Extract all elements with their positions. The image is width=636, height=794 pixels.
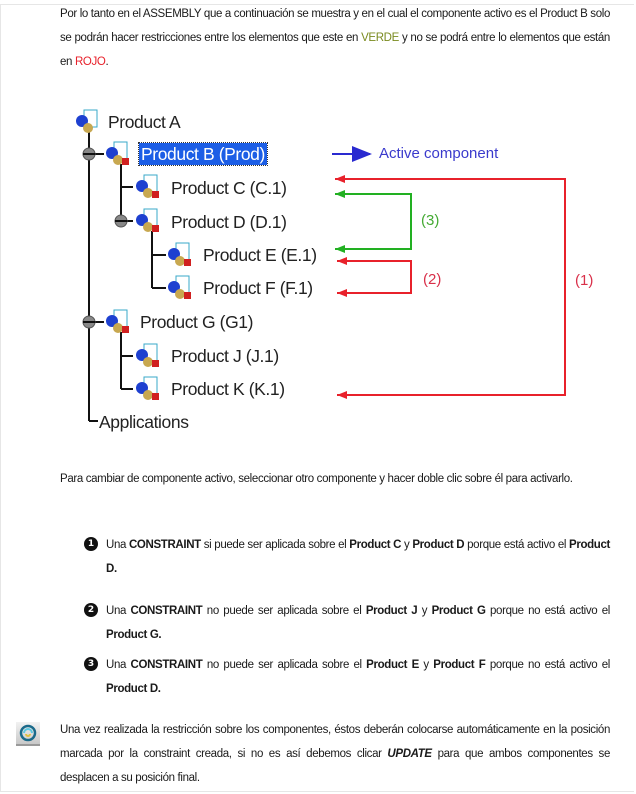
product-icon: [168, 275, 191, 299]
text-span: no puede ser aplicada sobre el: [202, 604, 366, 617]
change-active-paragraph: Para cambiar de componente activo, selec…: [60, 472, 573, 485]
intro-paragraph: Por lo tanto en el ASSEMBLY que a contin…: [60, 2, 610, 74]
text-span: Product C: [349, 538, 402, 551]
text-span: Product F: [433, 658, 486, 671]
text-span: y: [401, 538, 413, 551]
text-span: no puede ser aplicada sobre el: [202, 658, 367, 671]
product-icon: [76, 109, 98, 133]
bullet-1: 1: [84, 537, 98, 551]
page-frame: [0, 4, 634, 792]
text-span: Una: [106, 538, 129, 551]
text-span: si puede ser aplicada sobre el: [200, 538, 350, 551]
arrow-1: [335, 178, 566, 396]
assembly-tree-figure: Product A Product B (Prod) Product C (C.…: [76, 109, 594, 432]
list-item: Una CONSTRAINT si puede ser aplicada sob…: [106, 533, 610, 581]
product-icon: [106, 309, 129, 333]
text-span: CONSTRAINT: [128, 538, 201, 551]
product-icons: [76, 109, 191, 400]
text-span: Product D.: [106, 682, 161, 695]
text-span: CONSTRAINT: [130, 604, 203, 617]
product-icon: [136, 376, 159, 400]
text-span: porque está activo el: [464, 538, 569, 551]
intro-text: Por lo tanto en el ASSEMBLY que a contin…: [60, 7, 610, 44]
intro-text-2: y no se podrá entre lo elementos que est…: [60, 31, 610, 68]
update-keyword: UPDATE: [387, 747, 432, 760]
text-span: y: [417, 604, 432, 617]
annotation-label-1: (1): [575, 272, 594, 289]
text-span: Product D: [412, 538, 465, 551]
text-span: Product E: [366, 658, 419, 671]
bullet-3: 3: [84, 657, 98, 671]
text-span: Product G: [431, 604, 486, 617]
text-span: porque no está activo el: [485, 604, 611, 617]
list-item: Una CONSTRAINT no puede ser aplicada sob…: [106, 653, 610, 701]
tree-node-product-k[interactable]: Product K (K.1): [171, 379, 285, 399]
list-item: Una CONSTRAINT no puede ser aplicada sob…: [106, 599, 610, 647]
tree-node-product-c[interactable]: Product C (C.1): [171, 178, 287, 198]
text-span: Product J: [365, 604, 418, 617]
arrow-3: [335, 193, 412, 250]
intro-text-3: .: [105, 55, 109, 68]
tree-node-product-g[interactable]: Product G (G1): [140, 312, 254, 332]
product-icon: [136, 174, 159, 198]
tree-node-applications[interactable]: Applications: [99, 412, 189, 432]
update-note-paragraph: Una vez realizada la restricción sobre l…: [60, 718, 610, 790]
annotation-label-3: (3): [421, 212, 440, 229]
product-icon: [136, 208, 159, 232]
verde-word: VERDE: [361, 31, 399, 44]
tree-node-product-d[interactable]: Product D (D.1): [171, 212, 287, 232]
update-swirl-icon: [19, 724, 37, 742]
tree-node-product-f[interactable]: Product F (F.1): [203, 278, 313, 298]
tree-connectors: [76, 109, 566, 422]
tree-node-product-b[interactable]: Product B (Prod): [138, 142, 268, 166]
text-span: Product G.: [106, 628, 162, 641]
tree-node-product-a[interactable]: Product A: [108, 112, 181, 132]
text-span: Una: [106, 658, 131, 671]
text-span: Una: [106, 604, 131, 617]
text-span: para que ambos componentes se desplacen …: [60, 747, 611, 784]
bullet-2: 2: [84, 603, 98, 617]
product-icon: [106, 141, 129, 165]
text-span: Product D.: [106, 538, 610, 575]
product-icon: [168, 242, 191, 266]
annotation-label-2: (2): [423, 271, 442, 288]
text-span: y: [418, 658, 434, 671]
active-component-label: Active component: [379, 145, 499, 162]
product-icon: [136, 343, 159, 367]
text-span: Una vez realizada la restricción sobre l…: [60, 723, 610, 760]
update-icon: [16, 722, 40, 746]
text-span: CONSTRAINT: [130, 658, 203, 671]
rojo-word: ROJO: [74, 55, 106, 68]
text-span: porque no está activo el: [485, 658, 611, 671]
expand-handles: [82, 147, 128, 329]
arrow-2: [337, 260, 412, 294]
tree-node-product-j[interactable]: Product J (J.1): [171, 346, 279, 366]
tree-node-product-e[interactable]: Product E (E.1): [203, 245, 317, 265]
